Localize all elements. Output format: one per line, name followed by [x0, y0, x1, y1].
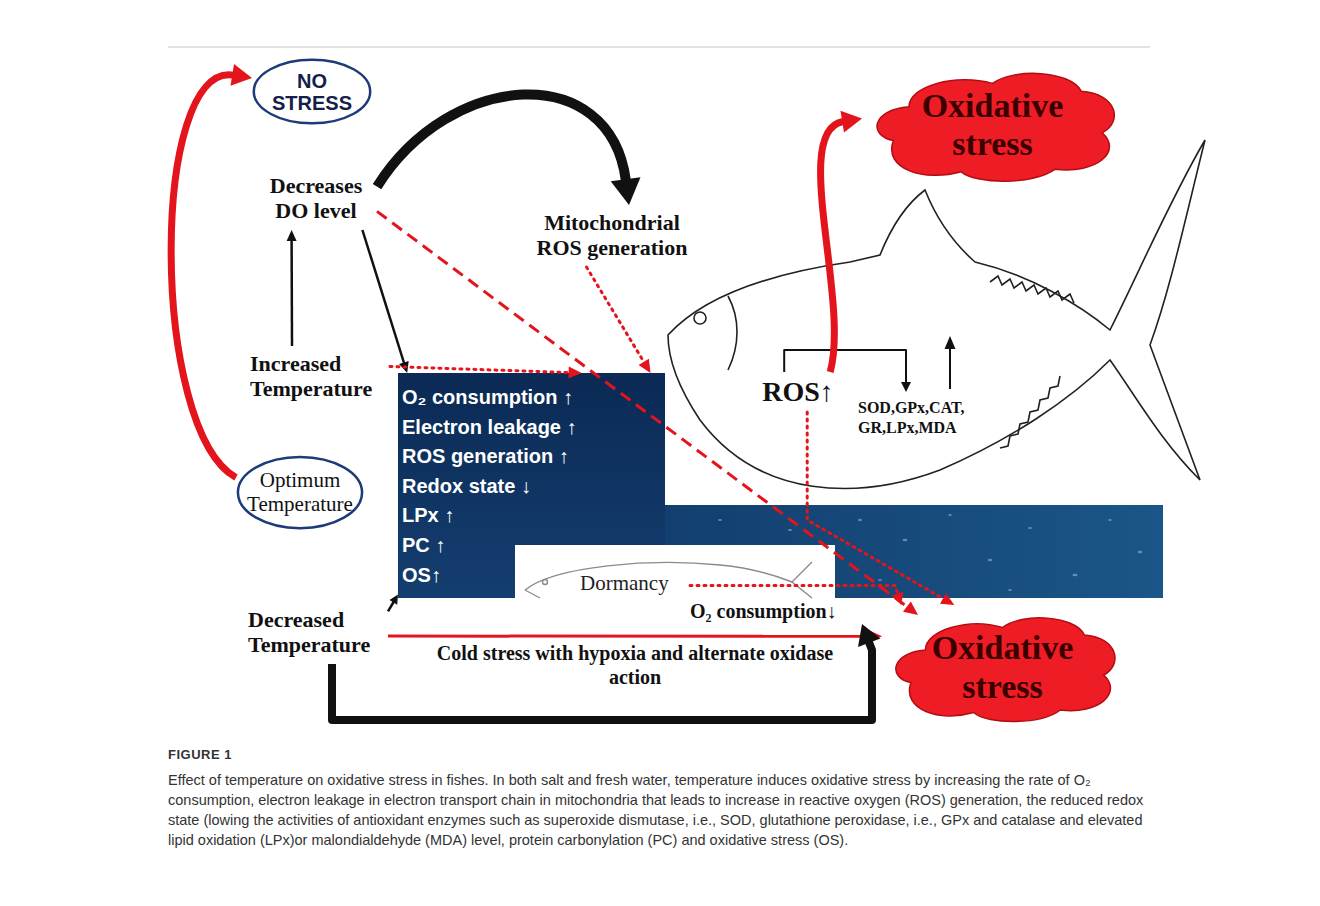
state-label: Optimum Temperature: [245, 469, 355, 515]
decreased-temp-text: Decreased Temperature: [248, 602, 388, 664]
arrow-head: [940, 593, 954, 605]
outcome-label: Oxidative stress: [914, 629, 1092, 705]
factor-label: Increased Temperature: [250, 352, 390, 401]
connector-line: [332, 642, 872, 720]
outcome-label: Oxidative stress: [896, 87, 1089, 163]
text-group: NO STRESS: [267, 70, 357, 114]
top-rule: [168, 46, 1150, 47]
text-group: O₂ consumption↓: [690, 599, 837, 623]
effect-item: Electron leakage ↑: [402, 413, 577, 443]
arrow-head: [901, 382, 911, 392]
text-group: Mitochondrial ROS generation: [527, 211, 697, 260]
mito-ros-text: Mitochondrial ROS generation: [527, 205, 697, 267]
connector-line: [290, 240, 293, 346]
connector-arrow: [332, 624, 880, 720]
text-group: O₂ consumption ↑Electron leakage ↑ROS ge…: [402, 383, 577, 590]
connector-line: [390, 367, 570, 373]
connector-arrow: [362, 230, 408, 373]
connector-line: [362, 230, 404, 364]
connector-arrow: [388, 595, 398, 612]
arrow-head: [892, 592, 903, 605]
text-group: Oxidative stress: [914, 629, 1092, 705]
connector-arrow: [390, 367, 582, 379]
text-group: Decreases DO level: [255, 174, 377, 223]
text-group: SOD,GPx,CAT, GR,LPx,MDA: [858, 398, 978, 438]
text-group: Oxidative stress: [896, 87, 1089, 163]
ros-label: ROS↑: [762, 377, 834, 408]
text-group: Increased Temperature: [250, 352, 390, 401]
effect-item: O₂ consumption ↑: [402, 383, 577, 413]
effect-item: OS↑: [402, 561, 577, 591]
connector-arrow: [377, 211, 918, 615]
factor-label: Decreases DO level: [255, 174, 377, 223]
tuna-outline: [668, 140, 1205, 488]
arrow-head: [568, 367, 581, 379]
do-level-text: Decreases DO level: [255, 168, 377, 230]
connector-line: [690, 585, 898, 594]
increased-temp-text: Increased Temperature: [250, 346, 390, 408]
dormancy-text: Dormancy: [578, 570, 690, 598]
effect-item: ROS generation ↑: [402, 442, 577, 472]
enzyme-label: SOD,GPx,CAT, GR,LPx,MDA: [858, 398, 978, 438]
arrow-head: [390, 595, 399, 605]
state-label: NO STRESS: [267, 70, 357, 114]
connector-line: [388, 635, 868, 638]
text-group: Optimum Temperature: [245, 469, 355, 515]
arrow-head: [858, 624, 880, 647]
state-label: Dormancy: [578, 571, 671, 596]
enzyme-up-arrow: [945, 336, 956, 389]
arrow-head: [611, 177, 641, 205]
connector-line: [388, 602, 394, 612]
effect-item: Redox state ↓: [402, 472, 577, 502]
connector-arrow: [377, 94, 641, 205]
ellipse-shape: [238, 457, 362, 528]
connector-arrow: [287, 230, 297, 346]
connector-line: [587, 267, 645, 363]
no-stress-ellipse: NO STRESS: [252, 58, 372, 125]
text-group: Dormancy: [578, 571, 671, 596]
effect-item: PC ↑: [402, 531, 577, 561]
effects-band: O₂ consumption ↑Electron leakage ↑ROS ge…: [398, 373, 1163, 598]
process-label: Mitochondrial ROS generation: [527, 211, 697, 260]
optimum-temp-ellipse: Optimum Temperature: [236, 455, 364, 530]
water-band: [398, 373, 1163, 598]
small-fish-outline: [525, 562, 812, 598]
effect-label: O₂ consumption↓: [690, 599, 837, 623]
text-group: Decreased Temperature: [248, 608, 388, 657]
connector-arrow: [807, 412, 954, 605]
arrow-head: [841, 111, 863, 133]
connector-line: [821, 122, 844, 373]
connector-line: [171, 75, 236, 478]
connector-arrow: [171, 64, 252, 477]
text-group: ROS↑: [762, 377, 834, 408]
cloud-shape: [896, 618, 1115, 722]
figure-number: FIGURE 1: [168, 747, 232, 762]
o2-decrease-text: O₂ consumption↓: [690, 598, 875, 624]
arrow-head: [231, 64, 253, 86]
connector-line: [807, 412, 944, 599]
oxidative-stress-cloud: Oxidative stress: [862, 60, 1123, 190]
connector-line: [377, 94, 626, 186]
ellipse-shape: [254, 60, 370, 124]
arrow-head: [287, 230, 297, 241]
connector-arrow: [587, 267, 651, 373]
arrow-head: [903, 601, 918, 615]
ros-text: ROS↑: [752, 372, 844, 412]
edge-label: Cold stress with hypoxia and alternate o…: [420, 641, 850, 689]
connector-arrow: [821, 111, 862, 372]
cloud-shape: [877, 73, 1114, 181]
enzyme-list-text: SOD,GPx,CAT, GR,LPx,MDA: [858, 392, 978, 444]
figure-caption: Effect of temperature on oxidative stres…: [168, 770, 1153, 850]
effect-item: LPx ↑: [402, 501, 577, 531]
factor-label: Decreased Temperature: [248, 608, 388, 657]
oxidative-stress-cloud: Oxidative stress: [882, 605, 1123, 730]
arrow-head: [639, 359, 651, 373]
